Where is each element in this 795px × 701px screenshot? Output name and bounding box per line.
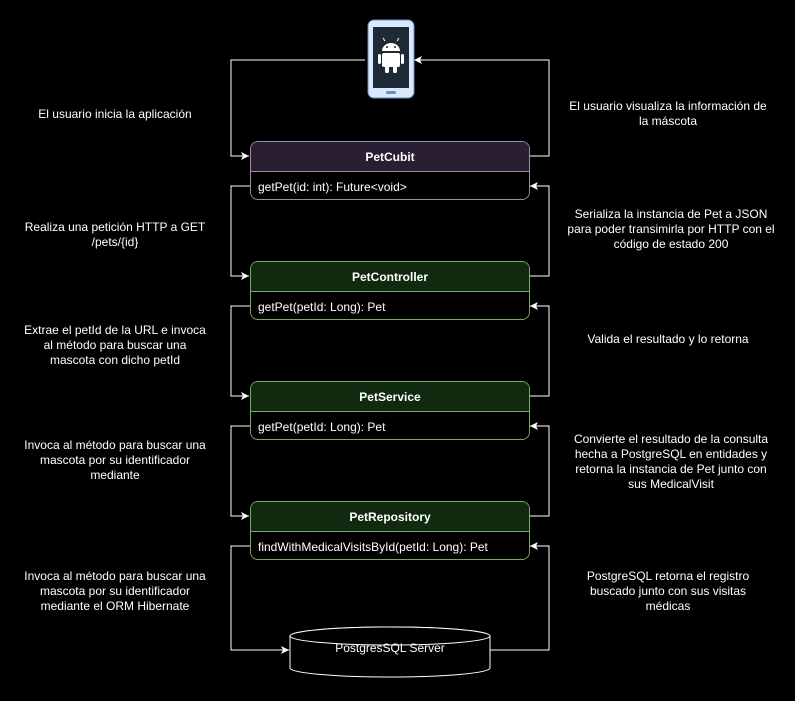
petrepository-class[interactable]: PetRepository findWithMedicalVisitsById(… (250, 501, 530, 560)
arrow-cubit-to-controller (230, 185, 250, 280)
arrow-service-to-repository (230, 425, 250, 520)
arrow-controller-to-cubit (529, 182, 550, 277)
note-right-3: Valida el resultado y lo retorna (587, 332, 749, 346)
petservice-class[interactable]: PetService getPet(petId: Long): Pet (250, 381, 530, 440)
arrow-repository-to-service (529, 422, 550, 517)
note-right-1: El usuario visualiza la información de l… (569, 99, 767, 128)
note-right-2: Serializa la instancia de Pet a JSON par… (567, 207, 775, 251)
petcontroller-class[interactable]: PetController getPet(petId: Long): Pet (250, 261, 530, 320)
note-left-4: Invoca al método para buscar una mascota… (24, 438, 206, 482)
arrow-repository-to-database (230, 545, 289, 654)
note-left-5: Invoca al método para buscar una mascota… (24, 569, 206, 613)
android-phone-icon (367, 19, 415, 99)
arrow-controller-to-service (230, 305, 250, 400)
note-left-1: El usuario inicia la aplicación (38, 107, 192, 121)
petservice-title: PetService (251, 382, 529, 411)
petservice-method: getPet(petId: Long): Pet (251, 411, 529, 439)
database-label: PostgresSQL Server (335, 641, 445, 655)
petrepository-method: findWithMedicalVisitsById(petId: Long): … (251, 531, 529, 559)
petcontroller-method: getPet(petId: Long): Pet (251, 291, 529, 319)
petcontroller-title: PetController (251, 262, 529, 291)
petrepository-title: PetRepository (251, 502, 529, 531)
note-left-2: Realiza una petición HTTP a GET /pets/{i… (24, 220, 206, 249)
petcubit-title: PetCubit (251, 142, 529, 171)
database-cylinder (289, 626, 491, 678)
arrow-database-to-repository (490, 542, 550, 651)
arrow-cubit-to-phone (414, 56, 550, 157)
arrow-phone-to-cubit (230, 59, 365, 160)
arrow-service-to-controller (529, 302, 550, 397)
note-right-4: Convierte el resultado de la consulta he… (573, 432, 769, 491)
petcubit-method: getPet(id: int): Future<void> (251, 171, 529, 199)
note-left-3: Extrae el petId de la URL e invoca al mé… (24, 323, 206, 367)
note-right-5: PostgreSQL retorna el registro buscado j… (586, 569, 750, 613)
petcubit-class[interactable]: PetCubit getPet(id: int): Future<void> (250, 141, 530, 200)
